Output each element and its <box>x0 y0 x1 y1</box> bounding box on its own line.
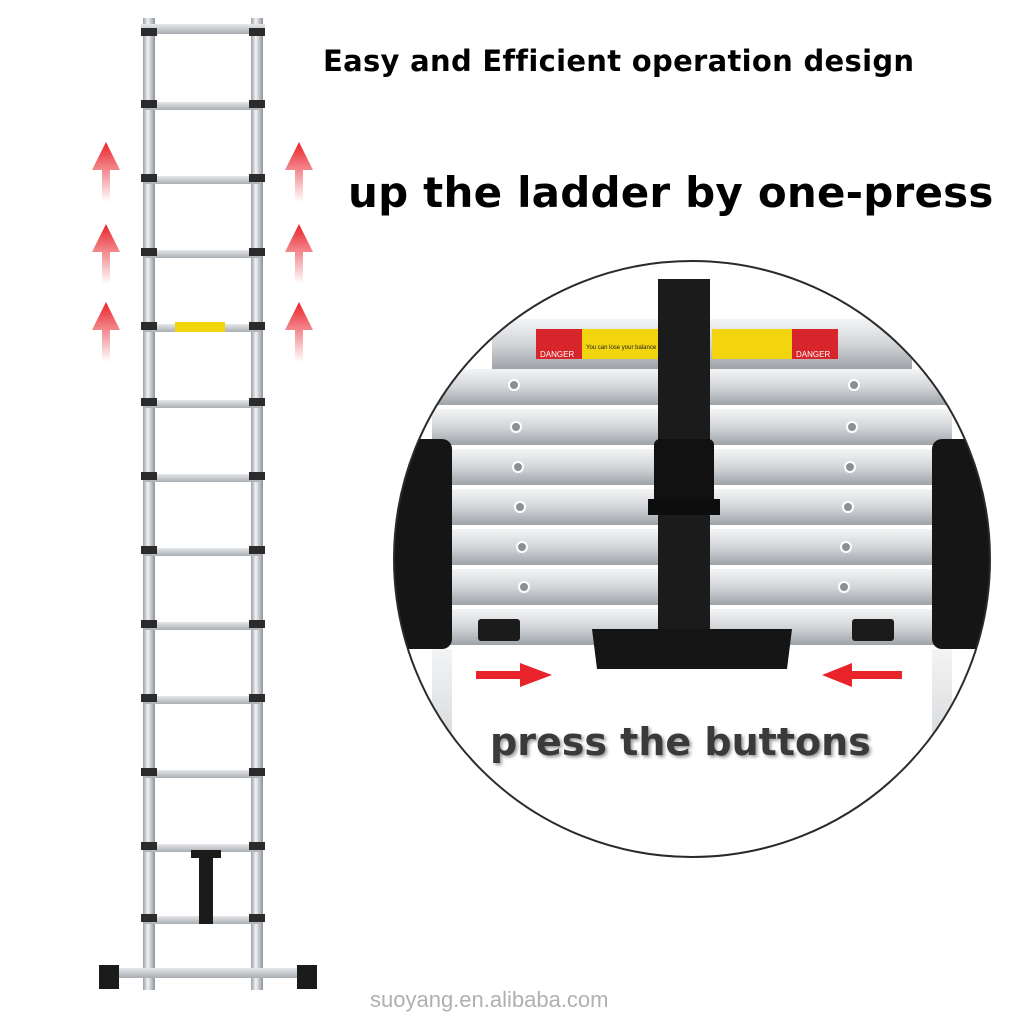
zoomed-detail-circle: DANGER DANGER You can lose your balance <box>393 260 991 858</box>
up-arrow-icon <box>285 302 313 362</box>
danger-label-right: DANGER <box>796 350 830 359</box>
up-arrow-icon <box>92 224 120 284</box>
danger-label-left: DANGER <box>540 350 574 359</box>
up-arrow-icon <box>92 302 120 362</box>
watermark: suoyang.en.alibaba.com <box>370 987 609 1012</box>
warning-text: You can lose your balance <box>586 345 657 351</box>
subheadline: up the ladder by one-press <box>348 168 994 217</box>
up-arrow-icon <box>285 224 313 284</box>
right-arrow-icon <box>476 663 552 687</box>
right-up-arrows <box>285 142 313 362</box>
up-arrow-icon <box>285 142 313 202</box>
right-release-button <box>852 619 894 641</box>
up-arrow-icon <box>92 142 120 202</box>
headline: Easy and Efficient operation design <box>323 44 915 78</box>
left-up-arrows <box>92 142 120 362</box>
press-the-buttons-caption: press the buttons <box>490 720 871 764</box>
left-arrow-icon <box>822 663 902 687</box>
left-release-button <box>478 619 520 641</box>
telescopic-ladder-image <box>99 18 317 990</box>
